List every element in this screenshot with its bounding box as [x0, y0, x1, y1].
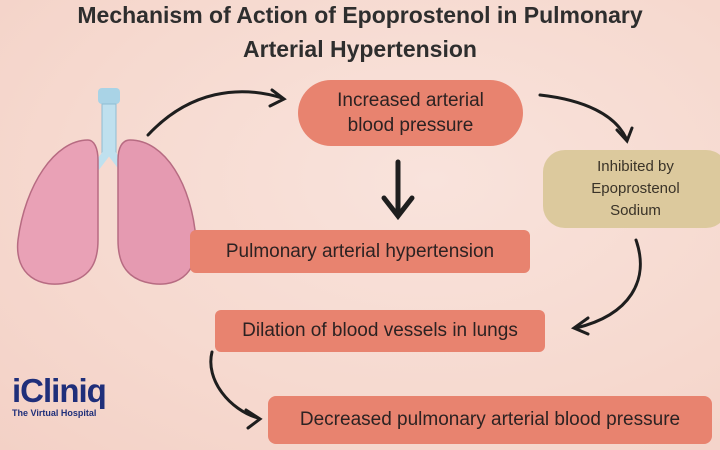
node-dilation: Dilation of blood vessels in lungs: [215, 310, 545, 352]
icliniq-logo: iCliniq The Virtual Hospital: [12, 372, 107, 419]
arrows: [146, 88, 642, 430]
diagram-title: Mechanism of Action of Epoprostenol in P…: [0, 0, 720, 66]
node-decreased: Decreased pulmonary arterial blood press…: [268, 396, 712, 444]
logo-brand: iCliniq: [12, 372, 107, 409]
node-text: Increased arterial: [337, 90, 484, 111]
node-text: Inhibited by: [597, 158, 674, 175]
node-text: Sodium: [610, 202, 661, 219]
node-pah: Pulmonary arterial hypertension: [190, 230, 530, 273]
arrow-increased-to-inhibited: [538, 93, 628, 140]
node-text: blood pressure: [347, 115, 474, 136]
title-line-1: Mechanism of Action of Epoprostenol in P…: [77, 2, 643, 28]
arrow-dilation-to-decreased: [209, 350, 260, 420]
node-text: Epoprostenol: [591, 180, 680, 197]
arrow-inhibited-to-dilation: [574, 238, 642, 330]
node-increased-bp: Increased arterial blood pressure: [298, 80, 523, 146]
arrow-lungs-to-increased: [146, 90, 284, 137]
title-line-2: Arterial Hypertension: [243, 36, 477, 62]
lungs-illustration: [16, 88, 197, 285]
logo-tagline: The Virtual Hospital: [12, 408, 97, 418]
